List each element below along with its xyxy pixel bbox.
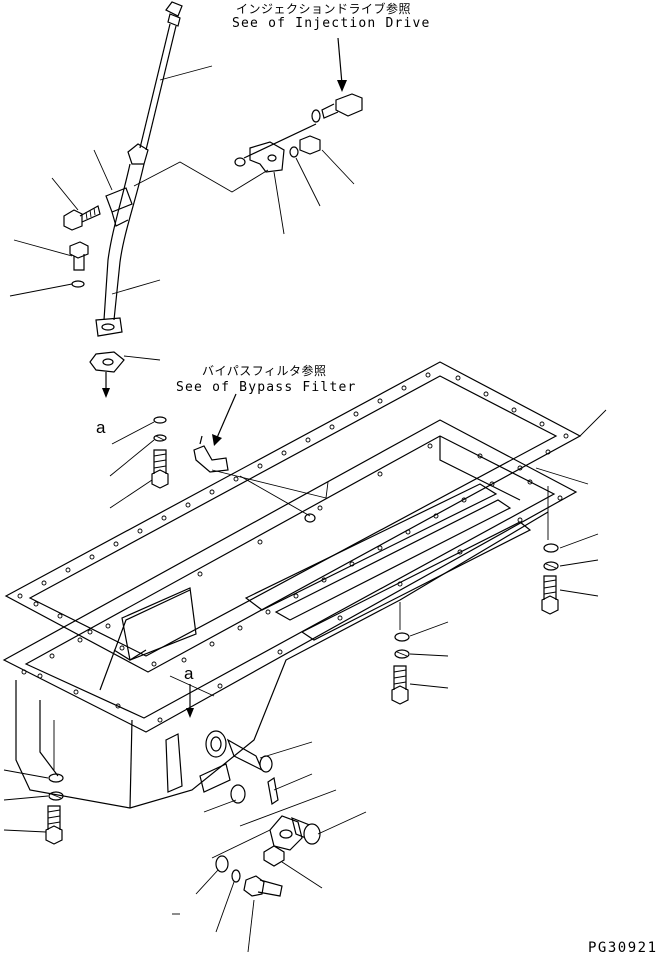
spring-washer-r1 [543, 561, 559, 571]
oil-pan [2, 419, 578, 809]
bypass-filter-ref-en: See of Bypass Filter [176, 380, 357, 395]
bolt-l1 [45, 805, 63, 845]
drawing-code: PG30921 [588, 940, 658, 956]
washer-m1 [394, 632, 410, 642]
spring-washer-m1 [394, 649, 410, 659]
marker-a-pan: a [184, 664, 194, 683]
nut-right [289, 135, 321, 158]
washer-l1 [48, 773, 64, 783]
bolt-vertical-left [69, 241, 89, 271]
spring-washer-l1 [48, 791, 64, 801]
washer-a1 [153, 416, 167, 424]
plug-small [230, 784, 246, 804]
dipstick-tube [95, 1, 183, 337]
plug-bolt [291, 817, 321, 845]
washer-drain [215, 855, 229, 873]
gasket-flange [89, 351, 125, 373]
bolt-drain [243, 875, 283, 897]
pin [267, 776, 279, 806]
bolt-top-left [63, 205, 101, 231]
bypass-elbow [193, 435, 229, 473]
washer-r1 [543, 543, 559, 553]
cover-flange [269, 815, 303, 851]
bolt-a1 [151, 449, 169, 489]
bypass-filter-ref-jp: バイパスフィルタ参照 [202, 364, 327, 378]
washer-left [71, 280, 85, 288]
spring-washer-a1 [153, 434, 167, 442]
injection-drive-bolt [311, 93, 363, 123]
injection-drive-ref-en: See of Injection Drive [232, 16, 431, 31]
marker-a-top: a [96, 418, 106, 437]
bolt-m1 [391, 665, 409, 705]
spring-washer-drain [231, 869, 241, 883]
bolt-r1 [541, 575, 559, 615]
stay-bracket [234, 123, 317, 173]
injection-drive-ref-jp: インジェクションドライブ参照 [236, 2, 412, 16]
nut-drain [263, 845, 285, 867]
